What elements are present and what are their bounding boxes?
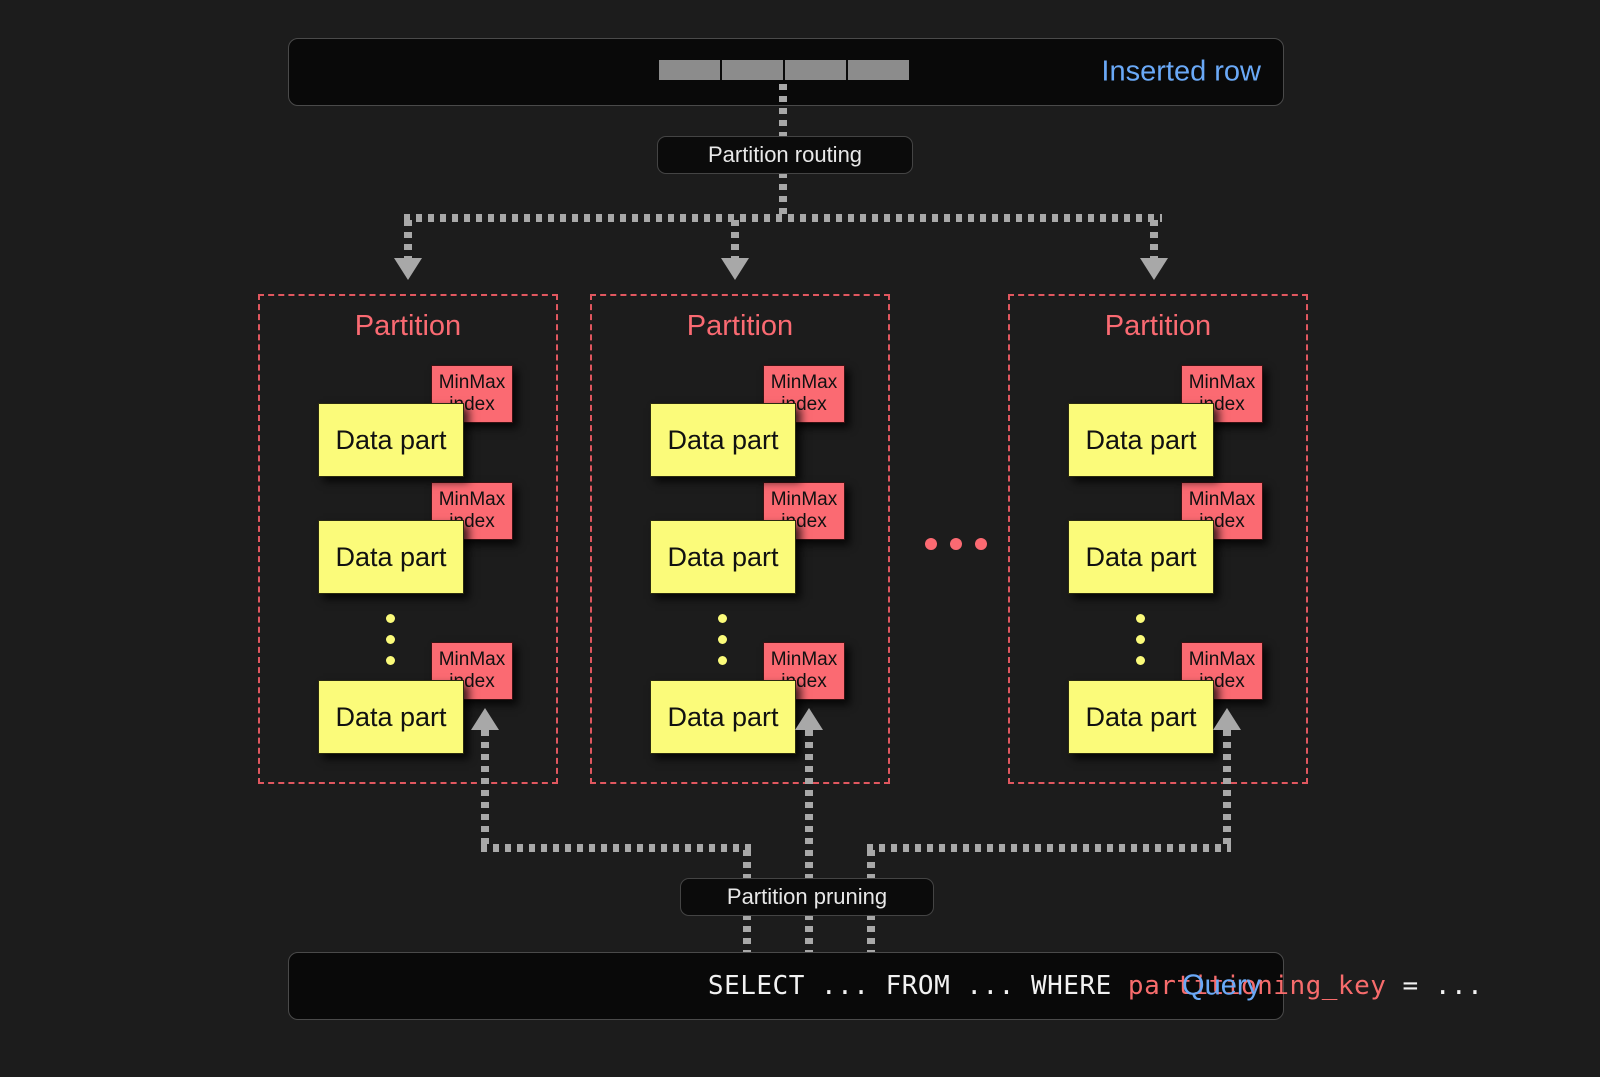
routing-arrow-3-icon (1140, 258, 1168, 280)
data-part-2-3: Data part (650, 680, 796, 754)
partition-routing-label: Partition routing (657, 136, 913, 174)
data-part-3-1: Data part (1068, 403, 1214, 477)
pruning-arrow-2-icon (795, 708, 823, 730)
ellipsis-dot (386, 614, 395, 623)
ellipsis-dot (718, 635, 727, 644)
routing-leg-1 (404, 220, 412, 262)
data-parts-ellipsis-1 (386, 614, 395, 665)
pruning-bus-left (481, 844, 751, 852)
ellipsis-dot (386, 656, 395, 665)
partition-title-2: Partition (686, 310, 794, 342)
data-part-3-2: Data part (1068, 520, 1214, 594)
routing-connector-top (779, 84, 787, 140)
query-partitioning-key: partitioning_key (1127, 971, 1387, 1001)
data-part-2-1: Data part (650, 403, 796, 477)
data-part-1-1: Data part (318, 403, 464, 477)
minmax-line1: MinMax (438, 649, 506, 670)
minmax-line1: MinMax (770, 649, 838, 670)
ellipsis-dot (718, 656, 727, 665)
query-leg-center (805, 914, 813, 952)
minmax-index-1-1: MinMax index (431, 365, 513, 423)
ellipsis-dot (1136, 656, 1145, 665)
routing-arrow-1-icon (394, 258, 422, 280)
pruning-leg-3 (1223, 730, 1231, 848)
pruning-leg-1 (481, 730, 489, 848)
minmax-line1: MinMax (770, 372, 838, 393)
row-cell (659, 60, 720, 80)
minmax-line1: MinMax (1188, 372, 1256, 393)
routing-arrow-2-icon (721, 258, 749, 280)
partition-box-2: Partition MinMax index Data part MinMax … (590, 294, 890, 784)
query-label: Query (1182, 969, 1261, 1002)
ellipsis-dot (386, 635, 395, 644)
minmax-line1: MinMax (770, 489, 838, 510)
data-part-3-3: Data part (1068, 680, 1214, 754)
routing-bus (404, 214, 1162, 222)
pruning-arrow-3-icon (1213, 708, 1241, 730)
routing-leg-3 (1150, 220, 1158, 262)
partition-title-1: Partition (354, 310, 462, 342)
ellipsis-dot (950, 538, 962, 550)
pruning-drop-right (867, 850, 875, 880)
data-part-2-2: Data part (650, 520, 796, 594)
query-sql-text: SELECT ... FROM ... WHERE partitioning_k… (611, 941, 1483, 1031)
data-part-1-3: Data part (318, 680, 464, 754)
partition-box-1: Partition MinMax index Data part MinMax … (258, 294, 558, 784)
pruning-leg-2 (805, 730, 813, 880)
query-prefix: SELECT ... FROM ... WHERE (707, 971, 1128, 1001)
minmax-line1: MinMax (438, 372, 506, 393)
query-suffix: = ... (1386, 971, 1484, 1001)
minmax-line1: MinMax (1188, 489, 1256, 510)
pruning-bus-right (867, 844, 1231, 852)
ellipsis-dot (925, 538, 937, 550)
row-cell (785, 60, 846, 80)
inserted-row-cells (659, 60, 909, 80)
minmax-line1: MinMax (438, 489, 506, 510)
inserted-row-label: Inserted row (1101, 55, 1261, 88)
ellipsis-dot (1136, 635, 1145, 644)
partition-pruning-text: Partition pruning (726, 884, 888, 909)
partition-routing-text: Partition routing (707, 142, 863, 167)
row-cell (722, 60, 783, 80)
ellipsis-dot (718, 614, 727, 623)
query-leg-left (743, 914, 751, 952)
ellipsis-dot (1136, 614, 1145, 623)
row-cell (848, 60, 909, 80)
data-parts-ellipsis-2 (718, 614, 727, 665)
data-parts-ellipsis-3 (1136, 614, 1145, 665)
query-bar: SELECT ... FROM ... WHERE partitioning_k… (288, 952, 1483, 1020)
data-part-1-2: Data part (318, 520, 464, 594)
minmax-line1: MinMax (1188, 649, 1256, 670)
ellipsis-dot (975, 538, 987, 550)
query-leg-right (867, 914, 875, 952)
partitions-ellipsis (925, 538, 987, 550)
routing-connector-bottom (779, 172, 787, 220)
pruning-drop-left (743, 850, 751, 880)
partition-pruning-label: Partition pruning (680, 878, 934, 916)
routing-leg-2 (731, 220, 739, 262)
pruning-arrow-1-icon (471, 708, 499, 730)
partition-title-3: Partition (1104, 310, 1212, 342)
partition-box-3: Partition MinMax index Data part MinMax … (1008, 294, 1308, 784)
